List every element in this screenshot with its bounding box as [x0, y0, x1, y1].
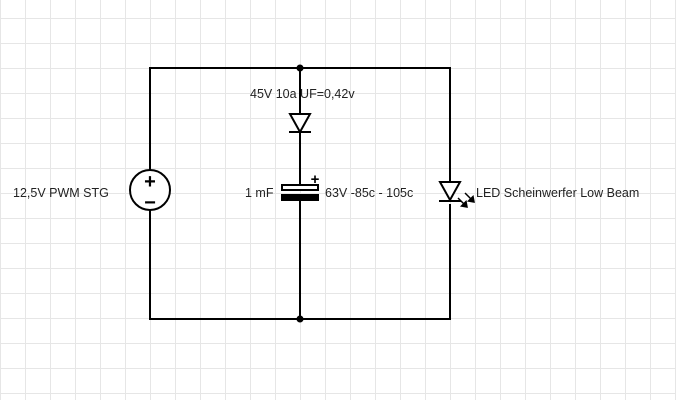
- capacitor-value-label: 1 mF: [245, 186, 274, 200]
- junction-bottom: [296, 315, 304, 323]
- source-label: 12,5V PWM STG: [13, 186, 109, 200]
- source-plus-sign: +: [144, 171, 156, 193]
- source-minus-sign: −: [144, 192, 156, 214]
- diode-label: 45V 10a UF=0,42v: [250, 87, 355, 101]
- junction-top: [296, 64, 304, 72]
- diode: [288, 113, 312, 135]
- led-label: LED Scheinwerfer Low Beam: [476, 186, 640, 200]
- led-emission-arrows: [457, 192, 475, 208]
- capacitor-rating-label: 63V -85c - 105c: [325, 186, 414, 200]
- voltage-source: + −: [129, 169, 171, 214]
- capacitor-plus-sign: +: [311, 171, 320, 188]
- led: [438, 181, 475, 208]
- capacitor: +: [281, 171, 320, 201]
